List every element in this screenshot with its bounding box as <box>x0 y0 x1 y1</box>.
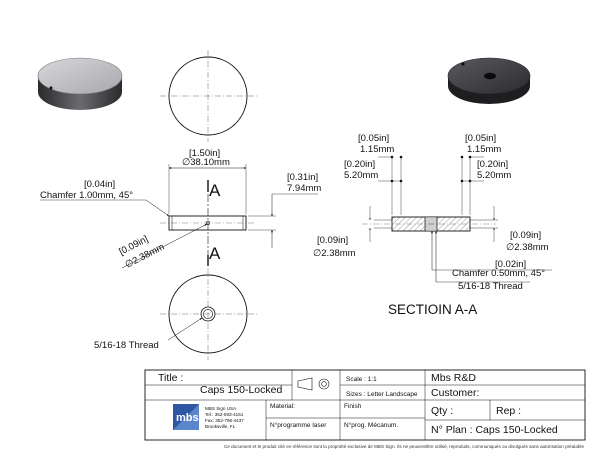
company-name: Mbs R&D <box>431 372 476 384</box>
sec-right-outer-mm: 1.15mm <box>467 144 501 155</box>
section-title: SECTIOIN A-A <box>388 302 477 317</box>
top-dia-in: [1.50in] <box>189 148 220 159</box>
chamfer-mm: Chamfer 1.00mm, 45° <box>40 190 133 201</box>
laser-label: N°programme laser <box>270 421 327 429</box>
title-block <box>144 369 586 441</box>
footer-note: Ce document et le produit cité en référe… <box>224 444 584 449</box>
title-value: Caps 150-Locked <box>200 384 282 396</box>
thickness-mm: 7.94mm <box>287 183 321 194</box>
side-view <box>40 164 318 269</box>
scale-value: Scale : 1:1 <box>346 376 377 383</box>
chamfer-in: [0.04in] <box>84 179 115 190</box>
sec-chamfer-mm: Chamfer 0.50mm, 45° <box>452 268 545 279</box>
address-line-2: Tel.: 352-593-4151 <box>205 412 244 417</box>
rep-label: Rep : <box>496 405 521 417</box>
sec-right-inner-mm: 5.20mm <box>477 170 511 181</box>
mecanum-label: N°prog. Mécanum. <box>344 421 398 429</box>
bottom-thread-label: 5/16-18 Thread <box>94 340 159 351</box>
material-label: Material: <box>270 403 295 410</box>
sec-left-outer-in: [0.05in] <box>358 133 389 144</box>
svg-text:mbs: mbs <box>176 412 199 424</box>
qty-label: Qty : <box>431 405 453 417</box>
sec-right-hole-in: [0.09in] <box>510 230 541 241</box>
sizes-value: Sizes : Letter Landscape <box>346 391 418 398</box>
customer-label: Customer: <box>431 387 479 399</box>
top-view <box>160 50 257 142</box>
address-line-3: Fax: 352-796-4437 <box>205 418 244 423</box>
sec-left-outer-mm: 1.15mm <box>360 144 394 155</box>
section-view <box>362 155 498 282</box>
address-line-1: MBS Sign USA <box>205 406 237 411</box>
section-letter-bottom: A <box>209 244 221 263</box>
finish-label: Finish <box>344 403 362 410</box>
sec-chamfer-in: [0.02in] <box>495 259 526 270</box>
sec-left-hole-mm: ∅2.38mm <box>313 248 356 259</box>
thickness-in: [0.31in] <box>287 172 318 183</box>
bottom-view <box>160 268 257 360</box>
plan-number: N° Plan : Caps 150-Locked <box>431 424 558 436</box>
projection-symbol-icon <box>297 377 330 391</box>
address-line-4: Brooksville, FL <box>205 424 236 429</box>
sec-right-hole-mm: ∅2.38mm <box>506 242 549 253</box>
sec-right-outer-in: [0.05in] <box>465 133 496 144</box>
sec-left-hole-in: [0.09in] <box>317 235 348 246</box>
isometric-render-top <box>37 57 123 110</box>
section-letter-top: A <box>209 181 221 200</box>
title-label: Title : <box>158 372 183 384</box>
sec-left-inner-in: [0.20in] <box>344 159 375 170</box>
sec-right-inner-in: [0.20in] <box>477 159 508 170</box>
isometric-render-bottom <box>447 57 531 104</box>
mbs-logo: mbs <box>173 404 199 430</box>
top-dia-mm: ∅38.10mm <box>182 157 230 168</box>
sec-thread-label: 5/16-18 Thread <box>458 281 523 292</box>
sec-left-inner-mm: 5.20mm <box>344 170 378 181</box>
